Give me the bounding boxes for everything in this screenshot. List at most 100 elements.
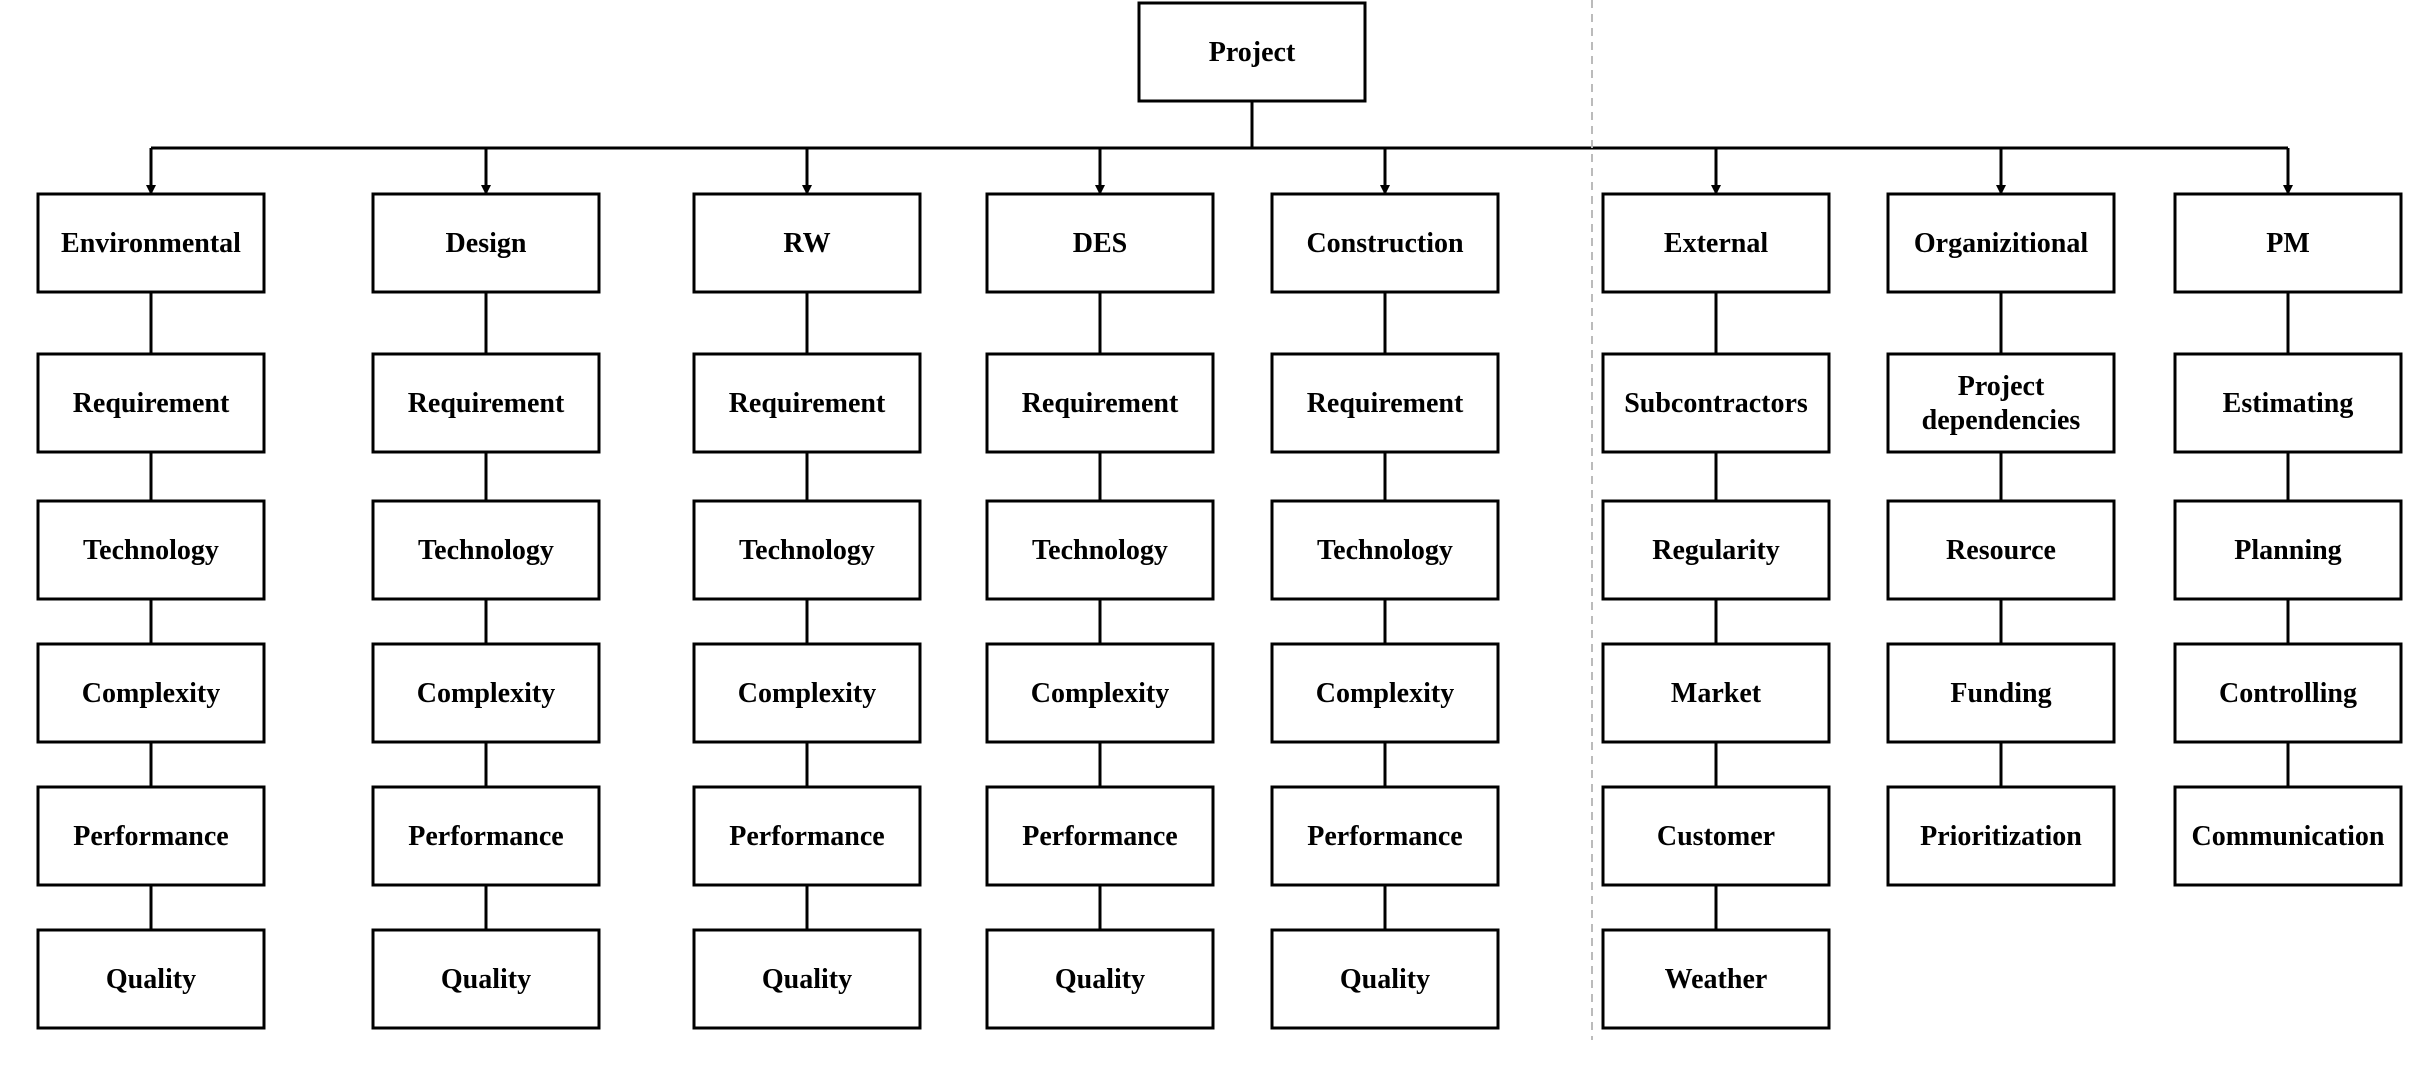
node-construction-performance-label: Performance	[1307, 821, 1462, 852]
node-environmental-requirement: Requirement	[36, 352, 266, 454]
node-rw-performance-label: Performance	[729, 821, 884, 852]
node-construction-technology-box	[1270, 499, 1500, 601]
branch-node-external: External	[1601, 192, 1831, 294]
node-organizitional-funding-label: Funding	[1950, 678, 2051, 709]
node-construction-complexity-label: Complexity	[1316, 678, 1454, 709]
branch-node-construction-label: Construction	[1306, 228, 1464, 259]
branch-node-environmental-label: Environmental	[61, 228, 241, 259]
node-pm-planning-label: Planning	[2234, 535, 2341, 566]
node-environmental-performance-box	[36, 785, 266, 887]
node-external-weather-label: Weather	[1665, 964, 1768, 995]
node-environmental-complexity-label: Complexity	[82, 678, 220, 709]
branch-node-design-box	[371, 192, 601, 294]
branch-node-rw-box	[692, 192, 922, 294]
node-design-complexity-box	[371, 642, 601, 744]
node-des-technology-label: Technology	[1032, 535, 1168, 566]
node-construction-performance: Performance	[1270, 785, 1500, 887]
node-environmental-quality-label: Quality	[106, 964, 196, 995]
node-environmental-quality: Quality	[36, 928, 266, 1030]
node-pm-controlling-box	[2173, 642, 2403, 744]
node-construction-requirement-box	[1270, 352, 1500, 454]
node-rw-performance: Performance	[692, 785, 922, 887]
node-external-customer-label: Customer	[1657, 821, 1775, 852]
connectors	[146, 0, 2293, 1040]
node-organizitional-project-dependencies-label: Project	[1958, 371, 2045, 402]
node-pm-communication-box	[2173, 785, 2403, 887]
node-organizitional-project-dependencies-box	[1886, 352, 2116, 454]
node-environmental-complexity: Complexity	[36, 642, 266, 744]
node-rw-requirement-box	[692, 352, 922, 454]
node-construction-complexity-box	[1270, 642, 1500, 744]
node-rw-complexity: Complexity	[692, 642, 922, 744]
node-organizitional-resource-label: Resource	[1946, 535, 2056, 566]
node-des-requirement-label: Requirement	[1022, 388, 1179, 419]
branch-node-des-box	[985, 192, 1215, 294]
node-external-customer: Customer	[1601, 785, 1831, 887]
node-external-subcontractors: Subcontractors	[1601, 352, 1831, 454]
branch-node-external-label: External	[1664, 228, 1768, 259]
node-design-performance: Performance	[371, 785, 601, 887]
branch-node-design: Design	[371, 192, 601, 294]
node-design-technology: Technology	[371, 499, 601, 601]
node-construction-technology-label: Technology	[1317, 535, 1453, 566]
node-environmental-technology: Technology	[36, 499, 266, 601]
node-rw-requirement: Requirement	[692, 352, 922, 454]
branch-node-environmental: Environmental	[36, 192, 266, 294]
nodes: Project EnvironmentalRequirementTechnolog…	[36, 1, 2403, 1030]
node-des-technology-box	[985, 499, 1215, 601]
node-external-subcontractors-box	[1601, 352, 1831, 454]
node-organizitional-resource: Resource	[1886, 499, 2116, 601]
node-des-complexity: Complexity	[985, 642, 1215, 744]
node-pm-estimating-label: Estimating	[2223, 388, 2354, 419]
node-des-performance-label: Performance	[1022, 821, 1177, 852]
node-design-quality: Quality	[371, 928, 601, 1030]
node-des-complexity-box	[985, 642, 1215, 744]
node-external-weather-box	[1601, 928, 1831, 1030]
node-pm-estimating: Estimating	[2173, 352, 2403, 454]
node-external-regularity-label: Regularity	[1652, 535, 1780, 566]
node-external-market: Market	[1601, 642, 1831, 744]
node-rw-performance-box	[692, 785, 922, 887]
node-external-weather: Weather	[1601, 928, 1831, 1030]
node-rw-quality-label: Quality	[762, 964, 852, 995]
branch-node-pm-label: PM	[2266, 228, 2310, 259]
node-environmental-quality-box	[36, 928, 266, 1030]
node-external-subcontractors-label: Subcontractors	[1624, 388, 1808, 419]
node-environmental-complexity-box	[36, 642, 266, 744]
node-construction-quality-label: Quality	[1340, 964, 1430, 995]
node-environmental-performance: Performance	[36, 785, 266, 887]
node-external-market-box	[1601, 642, 1831, 744]
branch-node-des: DES	[985, 192, 1215, 294]
node-des-complexity-label: Complexity	[1031, 678, 1169, 709]
node-design-quality-box	[371, 928, 601, 1030]
node-pm-estimating-box	[2173, 352, 2403, 454]
node-des-quality-label: Quality	[1055, 964, 1145, 995]
node-design-requirement-box	[371, 352, 601, 454]
branch-node-pm: PM	[2173, 192, 2403, 294]
node-rw-technology: Technology	[692, 499, 922, 601]
root-node-project-box	[1137, 1, 1367, 103]
node-external-market-label: Market	[1671, 678, 1762, 709]
node-pm-planning: Planning	[2173, 499, 2403, 601]
node-pm-controlling: Controlling	[2173, 642, 2403, 744]
branch-node-construction-box	[1270, 192, 1500, 294]
node-rw-quality-box	[692, 928, 922, 1030]
node-design-performance-label: Performance	[408, 821, 563, 852]
branch-node-pm-box	[2173, 192, 2403, 294]
branch-node-organizitional-box	[1886, 192, 2116, 294]
node-rw-requirement-label: Requirement	[729, 388, 886, 419]
node-des-performance-box	[985, 785, 1215, 887]
node-des-performance: Performance	[985, 785, 1215, 887]
node-pm-controlling-label: Controlling	[2219, 678, 2357, 709]
branch-node-organizitional-label: Organizitional	[1914, 228, 2088, 259]
node-environmental-technology-box	[36, 499, 266, 601]
branch-node-des-label: DES	[1073, 228, 1127, 259]
branch-node-environmental-box	[36, 192, 266, 294]
node-external-regularity: Regularity	[1601, 499, 1831, 601]
node-des-quality-box	[985, 928, 1215, 1030]
node-design-requirement-label: Requirement	[408, 388, 565, 419]
node-design-performance-box	[371, 785, 601, 887]
branch-node-organizitional: Organizitional	[1886, 192, 2116, 294]
node-rw-complexity-box	[692, 642, 922, 744]
